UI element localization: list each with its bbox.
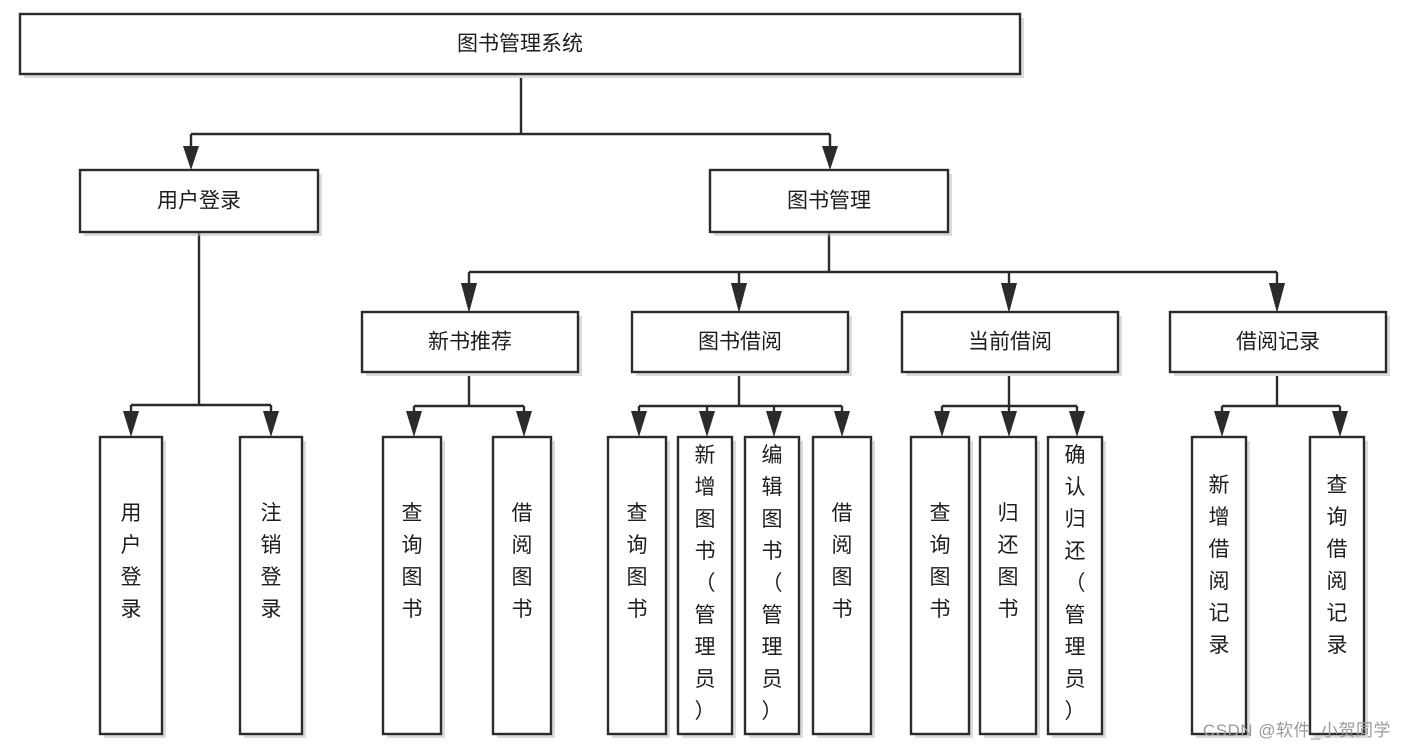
arrow-leaf-rec-query (1332, 411, 1348, 437)
leaf-new-query-box[interactable] (381, 435, 443, 736)
csdn-watermark: CSDN @软件_小贺同学 (1202, 721, 1391, 740)
node-bookmgmt-box[interactable] (708, 168, 950, 234)
node-login-box[interactable] (78, 168, 320, 234)
arrow-leaf-borrow-query (631, 411, 647, 437)
node-leaf-cur-query[interactable]: 查询图书 (909, 435, 973, 738)
leaf-rec-add-box[interactable] (1190, 435, 1248, 736)
leaf-rec-query-box[interactable] (1308, 435, 1366, 736)
node-records-label: 借阅记录 (1236, 331, 1320, 354)
edges-layer (123, 78, 1348, 437)
leaf-user-login-label: 用户登录 (121, 502, 142, 621)
node-newbook[interactable]: 新书推荐 (360, 310, 582, 376)
leaf-borrow-add-label: 新增图书（管理员） (695, 444, 716, 723)
leaf-user-logout-label: 注销登录 (261, 502, 282, 621)
arrow-leaf-borrow-edit (766, 411, 782, 437)
node-root[interactable]: 图书管理系统 (18, 12, 1024, 78)
arrow-to-records (1269, 283, 1285, 313)
arrow-leaf-cur-query (934, 411, 950, 437)
arrow-leaf-user-logout (263, 411, 279, 437)
node-login[interactable]: 用户登录 (78, 168, 322, 236)
leaf-cur-query-box[interactable] (909, 435, 971, 736)
node-newbook-box[interactable] (360, 310, 580, 374)
node-bookmgmt-label: 图书管理 (787, 190, 871, 213)
node-leaf-borrow-edit[interactable]: 编辑图书（管理员） (743, 435, 803, 738)
node-leaf-borrow-add[interactable]: 新增图书（管理员） (676, 435, 736, 738)
node-leaf-new-query[interactable]: 查询图书 (381, 435, 445, 738)
node-leaf-borrow-query[interactable]: 查询图书 (606, 435, 670, 738)
node-leaf-rec-query[interactable]: 查询借阅记录 (1308, 435, 1368, 738)
arrow-to-login (183, 146, 199, 170)
leaf-borrow-add-box[interactable] (676, 435, 734, 736)
arrow-leaf-borrow-borrow (834, 411, 850, 437)
node-records[interactable]: 借阅记录 (1168, 310, 1390, 376)
arrow-leaf-new-query (406, 411, 422, 437)
leaf-new-borrow-label: 借阅图书 (512, 502, 533, 621)
leaf-new-query-label: 查询图书 (402, 502, 423, 621)
leaf-cur-return-label: 归还图书 (998, 502, 1019, 621)
node-bookmgmt[interactable]: 图书管理 (708, 168, 952, 236)
node-leaf-user-logout[interactable]: 注销登录 (238, 435, 306, 738)
leaf-cur-confirm-box[interactable] (1046, 435, 1104, 736)
leaf-cur-return-box[interactable] (978, 435, 1038, 736)
leaf-cur-query-label: 查询图书 (930, 502, 951, 621)
node-leaf-cur-confirm[interactable]: 确认归还（管理员） (1046, 435, 1106, 738)
node-current-box[interactable] (900, 310, 1120, 374)
leaf-borrow-borrow-label: 借阅图书 (832, 502, 853, 621)
node-leaf-rec-add[interactable]: 新增借阅记录 (1190, 435, 1250, 738)
arrow-to-newbook (461, 283, 477, 313)
arrow-leaf-cur-confirm (1069, 411, 1085, 437)
leaf-borrow-edit-box[interactable] (743, 435, 801, 736)
node-current-label: 当前借阅 (968, 331, 1052, 354)
node-login-label: 用户登录 (157, 190, 241, 213)
arrow-leaf-cur-return (1001, 411, 1017, 437)
leaf-user-logout-box[interactable] (238, 435, 304, 736)
node-borrow[interactable]: 图书借阅 (630, 310, 852, 376)
leaf-user-login-box[interactable] (98, 435, 164, 736)
node-leaf-borrow-borrow[interactable]: 借阅图书 (811, 435, 875, 738)
node-records-box[interactable] (1168, 310, 1388, 374)
arrow-leaf-new-borrow (516, 411, 532, 437)
node-leaf-new-borrow[interactable]: 借阅图书 (491, 435, 555, 738)
arrow-to-bookmgmt (822, 146, 838, 170)
node-newbook-label: 新书推荐 (428, 331, 512, 354)
leaf-cur-confirm-label: 确认归还（管理员） (1065, 444, 1086, 723)
node-leaf-user-login[interactable]: 用户登录 (98, 435, 166, 738)
leaf-borrow-edit-label: 编辑图书（管理员） (762, 444, 783, 723)
arrow-leaf-rec-add (1214, 411, 1230, 437)
leaf-borrow-query-box[interactable] (606, 435, 668, 736)
node-leaf-cur-return[interactable]: 归还图书 (978, 435, 1040, 738)
leaf-rec-query-label: 查询借阅记录 (1327, 474, 1348, 657)
node-borrow-box[interactable] (630, 310, 850, 374)
arrow-leaf-borrow-add (699, 411, 715, 437)
leaf-borrow-query-label: 查询图书 (627, 502, 648, 621)
node-current[interactable]: 当前借阅 (900, 310, 1122, 376)
arrow-leaf-user-login (123, 411, 139, 437)
node-root-label: 图书管理系统 (457, 33, 583, 56)
nodes-layer: 图书管理系统 用户登录 图书管理 新书推荐 (18, 12, 1390, 738)
leaf-rec-add-label: 新增借阅记录 (1209, 474, 1230, 657)
node-borrow-label: 图书借阅 (698, 331, 782, 354)
arrow-to-borrow (731, 283, 747, 313)
leaf-borrow-borrow-box[interactable] (811, 435, 873, 736)
arrow-to-current (1001, 283, 1017, 313)
leaf-new-borrow-box[interactable] (491, 435, 553, 736)
node-root-box[interactable] (18, 12, 1022, 76)
